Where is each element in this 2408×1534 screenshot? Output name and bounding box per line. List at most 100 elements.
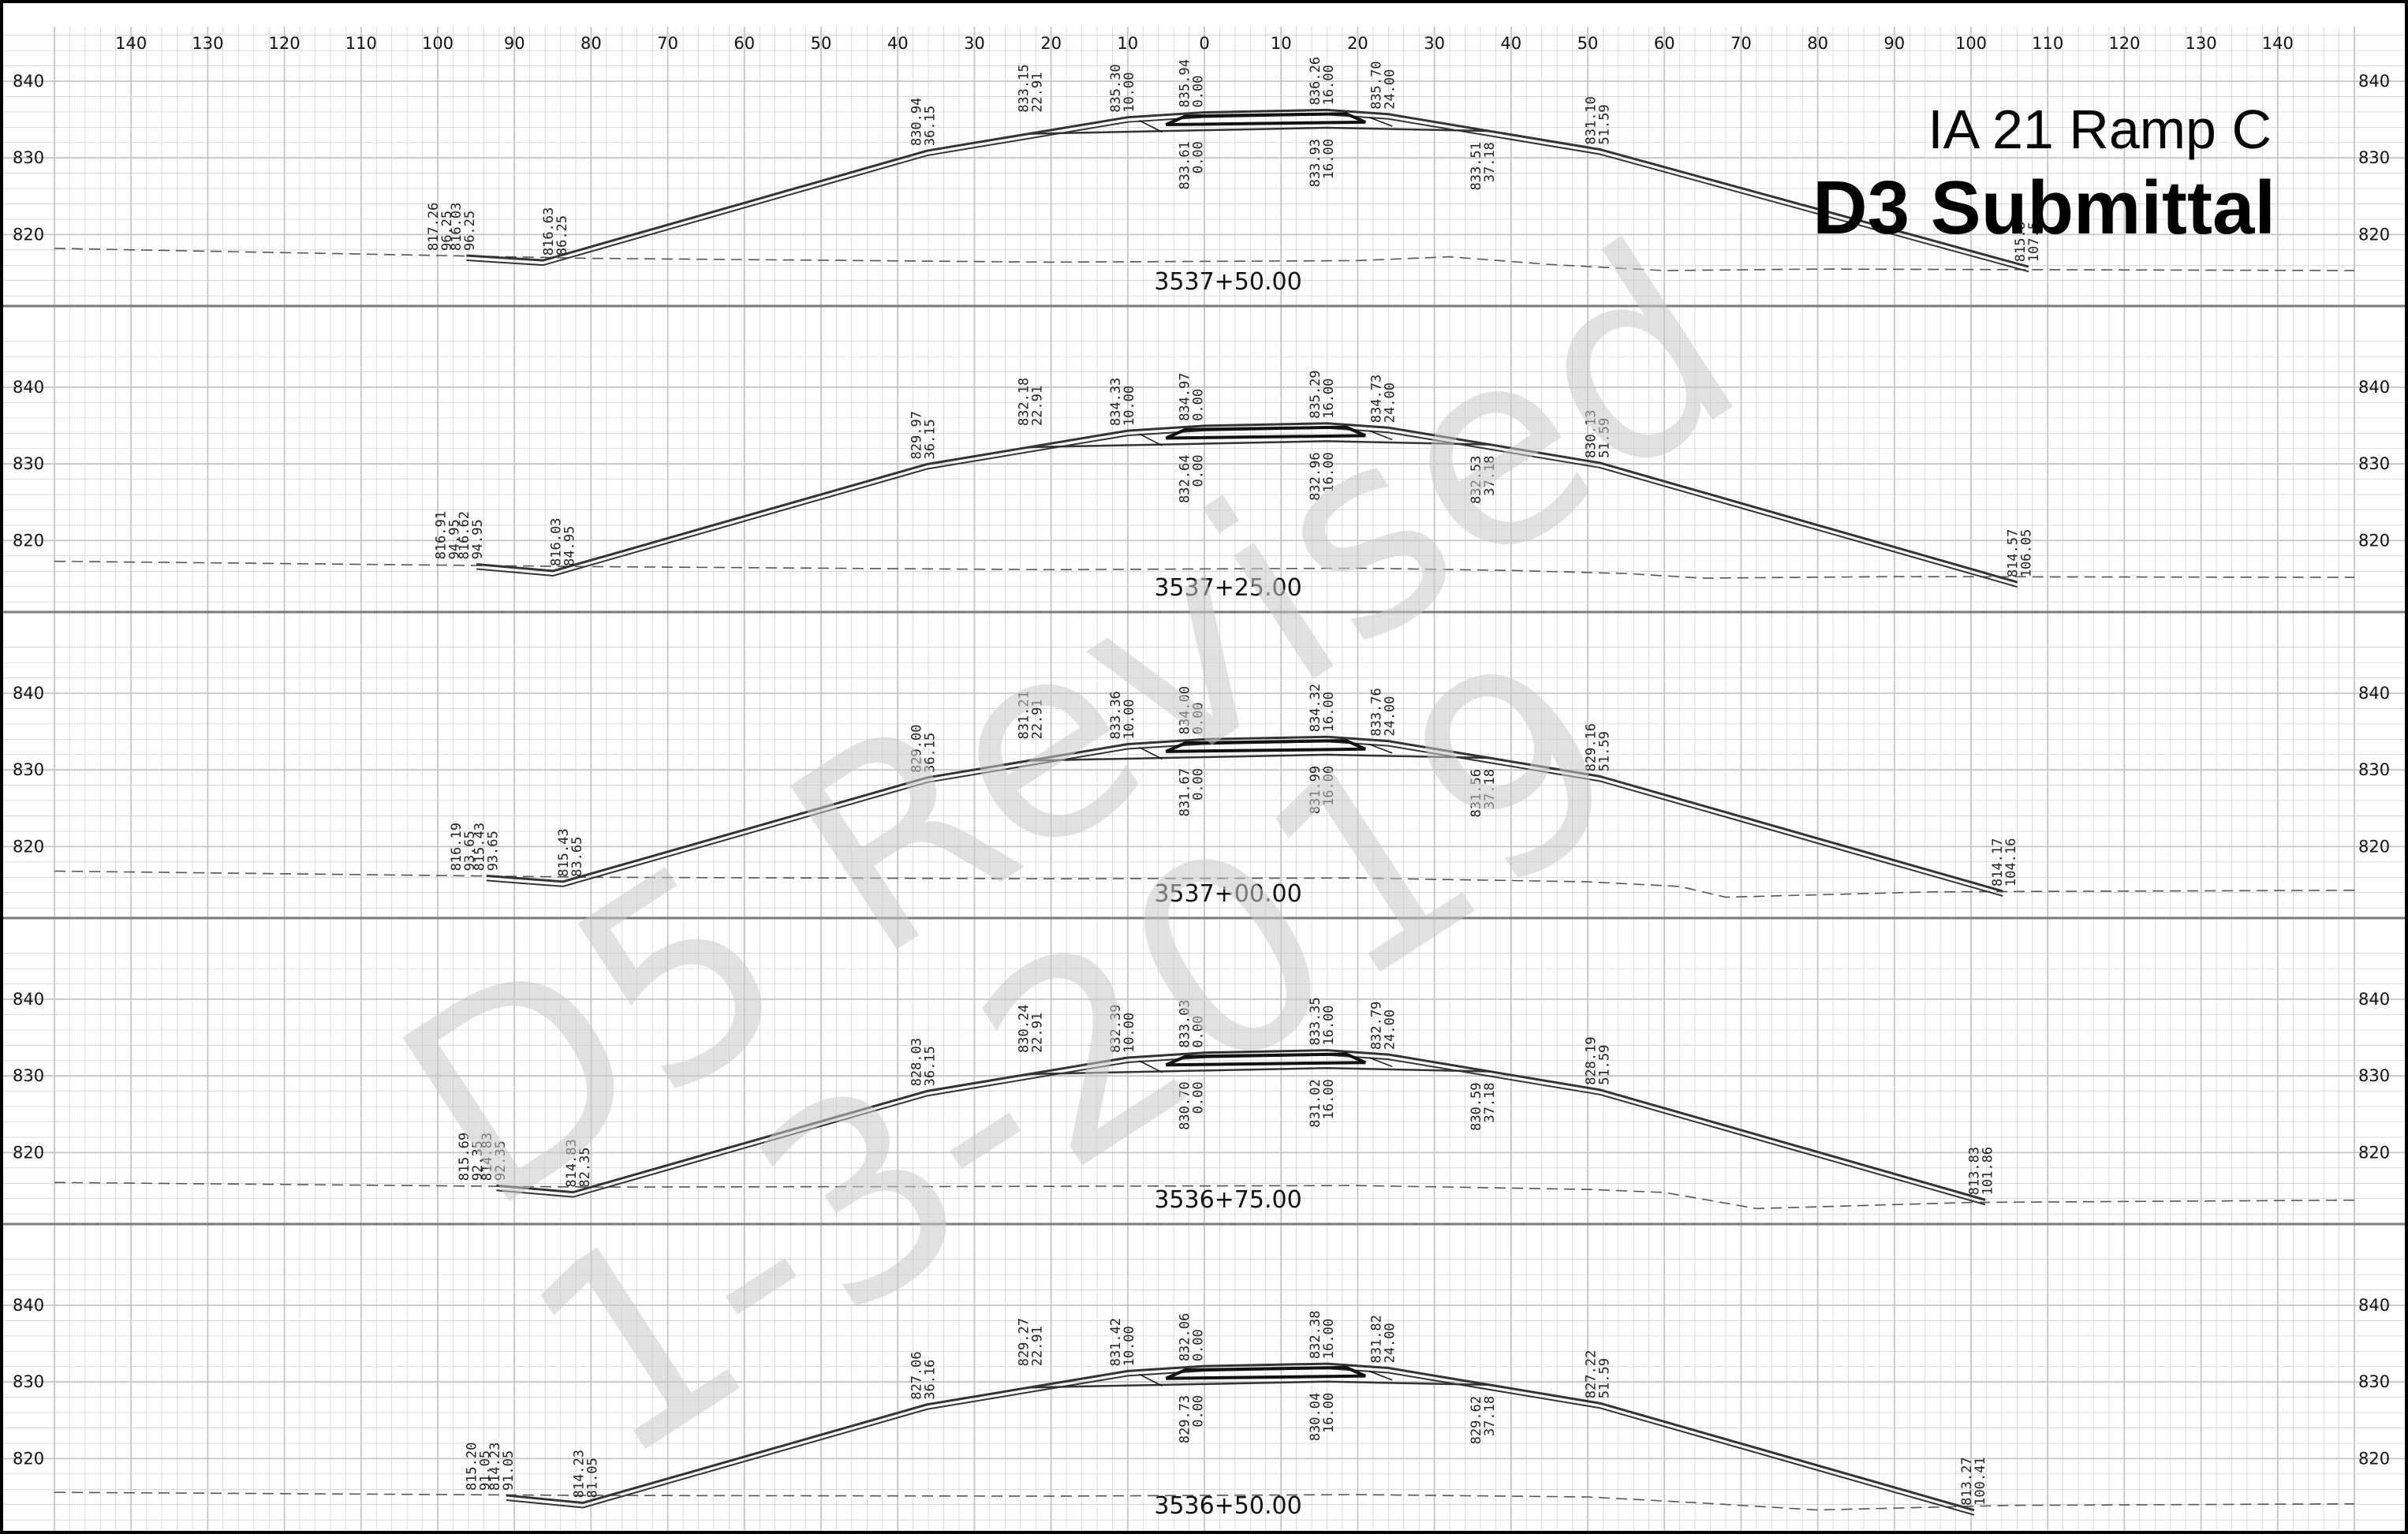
elevation-label-left: 840 [13,378,44,397]
offset-tick-label: 70 [657,34,678,53]
point-elevation-label: 813.27 [1959,1457,1975,1505]
point-elevation-label: 817.26 [426,203,442,251]
point-elevation-label: 830.04 [1308,1393,1323,1441]
offset-tick-label: 10 [1117,34,1138,53]
point-elevation-label: 816.03 [549,518,565,566]
elevation-label-left: 840 [13,1296,44,1315]
point-offset-label: 0.00 [1191,768,1207,801]
point-offset-label: 16.00 [1321,379,1337,419]
elevation-label-left: 840 [13,990,44,1009]
subgrade-line [1029,1067,1490,1076]
point-offset-label: 83.65 [569,837,585,877]
point-offset-label: 37.18 [1482,142,1498,182]
offset-tick-label: 20 [1347,34,1368,53]
point-offset-label: 101.86 [1981,1147,1996,1195]
point-elevation-label: 831.56 [1469,769,1484,817]
shoulder-tick [1368,430,1393,441]
elevation-label-left: 830 [13,1372,44,1391]
point-offset-label: 24.00 [1383,696,1398,736]
point-offset-label: 94.95 [470,519,486,559]
point-elevation-label: 815.20 [465,1443,480,1491]
point-elevation-label: 831.02 [1308,1079,1323,1127]
point-offset-label: 16.00 [1321,1079,1337,1119]
point-elevation-label: 831.21 [1016,691,1032,739]
point-elevation-label: 832.79 [1369,1002,1385,1050]
subgrade-line [1029,126,1490,135]
point-offset-label: 16.00 [1321,452,1337,492]
pavement-section [1165,425,1366,440]
point-elevation-label: 831.82 [1369,1315,1385,1363]
point-offset-label: 0.00 [1191,141,1207,174]
station-label: 3537+25.00 [1154,574,1301,602]
point-elevation-label: 829.00 [909,724,924,772]
proposed-surface-line [476,422,2018,584]
existing-ground-line [54,870,2355,898]
existing-ground-line [54,248,2355,271]
elevation-label-left: 830 [13,148,44,167]
point-offset-label: 10.00 [1122,699,1137,739]
point-offset-label: 37.18 [1482,456,1498,496]
shoulder-tick [1368,1370,1393,1381]
point-elevation-label: 828.19 [1584,1036,1600,1084]
point-elevation-label: 831.67 [1178,768,1193,816]
point-offset-label: 100.41 [1973,1457,1988,1505]
shoulder-tick [1139,433,1163,446]
point-offset-label: 0.00 [1191,455,1207,487]
point-elevation-label: 814.83 [480,1133,495,1181]
point-offset-label: 16.00 [1321,1393,1337,1433]
point-offset-label: 16.00 [1321,65,1337,105]
shoulder-tick [1368,117,1393,127]
point-elevation-label: 814.23 [487,1443,503,1491]
elevation-label-right: 840 [2358,72,2390,91]
point-offset-label: 22.91 [1029,386,1045,426]
shoulder-tick [1368,743,1393,754]
elevation-label-right: 840 [2358,1296,2390,1315]
point-elevation-label: 833.36 [1108,691,1124,739]
offset-tick-label: 120 [2108,34,2140,53]
point-elevation-label: 816.19 [449,823,465,871]
point-offset-label: 37.18 [1482,1396,1498,1436]
point-offset-label: 24.00 [1383,383,1398,423]
point-elevation-label: 829.16 [1584,723,1600,771]
point-elevation-label: 831.10 [1584,96,1600,144]
point-elevation-label: 832.39 [1108,1005,1124,1053]
point-elevation-label: 832.96 [1308,452,1323,500]
point-offset-label: 92.35 [470,1140,486,1181]
offset-tick-label: 80 [1807,34,1828,53]
point-elevation-label: 833.93 [1308,139,1323,187]
point-offset-label: 84.95 [562,526,578,566]
elevation-label-right: 820 [2358,837,2390,856]
point-elevation-label: 827.22 [1584,1350,1600,1398]
point-offset-label: 36.15 [922,106,938,146]
point-elevation-label: 833.03 [1178,999,1193,1047]
point-offset-label: 10.00 [1122,72,1137,112]
elevation-label-right: 820 [2358,1143,2390,1162]
pavement-section [1165,112,1366,127]
existing-ground-line [54,560,2355,579]
point-elevation-label: 814.83 [564,1139,580,1187]
station-label: 3536+75.00 [1154,1186,1301,1214]
point-elevation-label: 830.94 [909,98,924,146]
point-elevation-label: 834.73 [1369,375,1385,423]
offset-tick-label: 80 [581,34,602,53]
offset-tick-label: 110 [2032,34,2063,53]
point-offset-label: 51.59 [1597,1358,1613,1398]
point-elevation-label: 832.18 [1016,378,1032,426]
offset-tick-label: 110 [345,34,377,53]
point-offset-label: 82.35 [577,1147,593,1187]
elevation-label-left: 830 [13,760,44,779]
point-offset-label: 86.25 [554,215,570,256]
existing-ground-line [54,1181,2355,1210]
point-elevation-label: 830.59 [1469,1082,1484,1130]
offset-tick-label: 100 [1955,34,1987,53]
point-elevation-label: 830.70 [1178,1081,1193,1129]
point-elevation-label: 816.63 [541,207,557,256]
point-elevation-label: 829.97 [909,411,924,459]
point-offset-label: 93.65 [485,830,501,871]
point-elevation-label: 832.38 [1308,1311,1323,1359]
point-offset-label: 93.65 [462,830,478,871]
point-offset-label: 0.00 [1191,389,1207,421]
